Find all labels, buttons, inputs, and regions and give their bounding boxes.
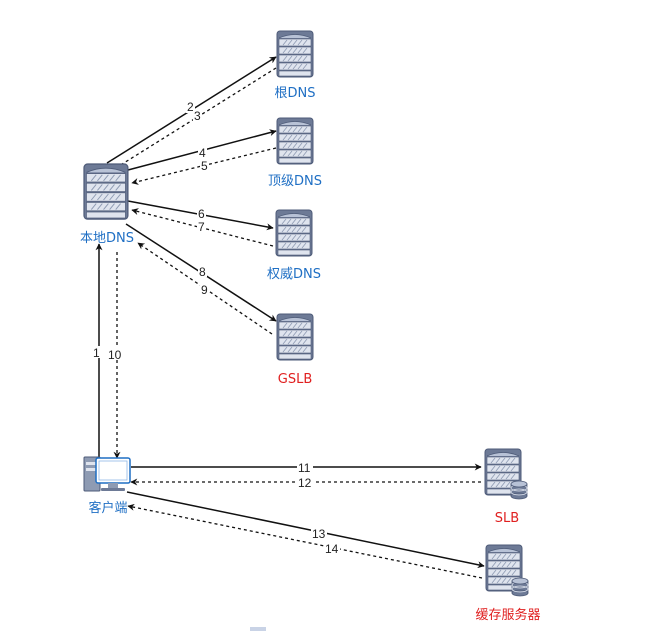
node-root-dns: 根DNS [275,30,316,101]
edge-13-label: 13 [312,527,326,541]
gslb-label: GSLB [278,372,313,387]
edge-8-label: 8 [199,265,206,279]
node-client: 客户端 [83,456,131,516]
root-dns-label: 根DNS [275,86,316,101]
edge-7-label: 7 [198,220,205,234]
edge-13-arrow [126,491,485,569]
client-computer-icon [83,456,131,492]
auth-dns-label: 权威DNS [267,266,321,282]
node-local-dns: 本地DNS [80,163,134,246]
slb-label: SLB [495,511,519,526]
edge-14-arrow [127,503,483,579]
gslb-server-icon [276,313,314,361]
edge-1-label: 1 [93,346,100,360]
edge-9-label: 9 [201,283,208,297]
edge-6-label: 6 [198,207,205,221]
local-dns-server-icon [83,163,129,220]
edge-3-label: 3 [194,109,201,123]
cache-server-label: 缓存服务器 [475,607,540,623]
node-cache-server: 缓存服务器 [475,544,541,623]
node-tld-dns: 顶级DNS [268,117,322,189]
tld-dns-server-icon [276,117,314,165]
node-slb: SLB [484,448,528,526]
local-dns-label: 本地DNS [80,231,134,246]
tld-dns-label: 顶级DNS [268,174,322,189]
edge-10-label: 10 [108,348,122,362]
edge-5-label: 5 [201,159,208,173]
node-gslb: GSLB [276,313,314,387]
node-auth-dns: 权威DNS [267,209,321,282]
edge-11-label: 11 [298,461,311,475]
edge-14-label: 14 [325,542,339,556]
client-label: 客户端 [88,500,127,516]
slb-database-icon [510,480,528,500]
edge-4-label: 4 [199,146,206,160]
edge-2-label: 2 [187,100,194,114]
auth-dns-server-icon [275,209,313,257]
edge-12-label: 12 [298,476,312,490]
cache-database-icon [511,577,529,597]
step-labels: 2 3 4 5 6 7 8 9 1 10 11 12 13 14 [92,100,340,556]
root-dns-server-icon [276,30,314,78]
bottom-edge-fragment [250,627,266,631]
